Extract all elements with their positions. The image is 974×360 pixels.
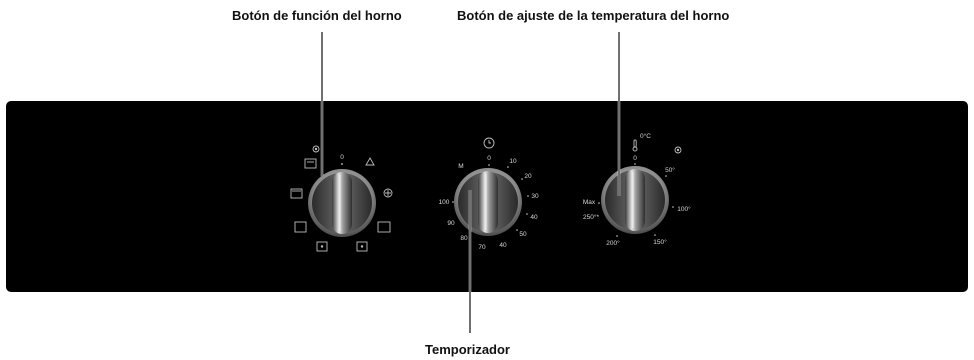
temp-label-100: 100° — [677, 205, 691, 213]
convection-symbol-icon — [383, 188, 393, 198]
function-zero-label: 0 — [340, 154, 344, 161]
temperature-knob-callout: Botón de ajuste de la temperatura del ho… — [457, 8, 730, 23]
timer-label-0: 0 — [487, 155, 491, 162]
timer-label-m: M — [458, 163, 463, 170]
timer-label-80: 80 — [460, 235, 468, 242]
function-dial-markings: 0 — [290, 145, 393, 252]
thermo-label: 0°C — [640, 132, 651, 140]
thermometer-icon — [632, 139, 638, 152]
grill-symbol-icon — [304, 158, 317, 169]
temp-label-250: 250°* — [583, 213, 599, 221]
top-bottom-heat-symbol-icon — [377, 221, 391, 233]
bottom-heat-symbol-icon — [294, 221, 307, 233]
light-symbol-icon — [312, 145, 320, 153]
timer-label-20: 20 — [524, 173, 532, 180]
grill-fan-symbol-icon — [356, 241, 368, 252]
timer-label-100: 100 — [439, 199, 450, 206]
temperature-dial-markings: 0°C 0 50° 100° 150° 200° 250°* Max — [583, 132, 691, 247]
light-symbol-icon — [674, 146, 682, 154]
function-knob-callout: Botón de función del horno — [232, 8, 402, 23]
clock-icon — [483, 137, 495, 149]
temp-label-200: 200° — [606, 239, 620, 247]
temp-label-0: 0 — [633, 155, 637, 162]
defrost-symbol-icon — [316, 241, 328, 252]
top-heat-symbol-icon — [290, 188, 303, 199]
timer-label-40-bottom: 40 — [499, 242, 507, 249]
timer-knob[interactable] — [453, 167, 523, 237]
timer-label-30: 30 — [531, 193, 539, 200]
timer-label-50: 50 — [519, 231, 527, 238]
function-knob[interactable] — [307, 168, 377, 238]
timer-label-70: 70 — [478, 244, 486, 251]
timer-label-90: 90 — [447, 220, 455, 227]
timer-dial-markings: 0 M 10 20 30 40 50 40 70 80 90 100 — [439, 137, 539, 251]
timer-label-40-right: 40 — [530, 214, 538, 221]
fan-symbol-icon — [365, 157, 375, 166]
temp-label-50: 50° — [665, 166, 675, 174]
timer-label-10: 10 — [509, 158, 517, 165]
temperature-knob[interactable] — [600, 165, 670, 235]
temp-label-max: Max — [583, 199, 596, 206]
timer-callout: Temporizador — [425, 342, 510, 357]
temp-label-150: 150° — [653, 238, 667, 246]
